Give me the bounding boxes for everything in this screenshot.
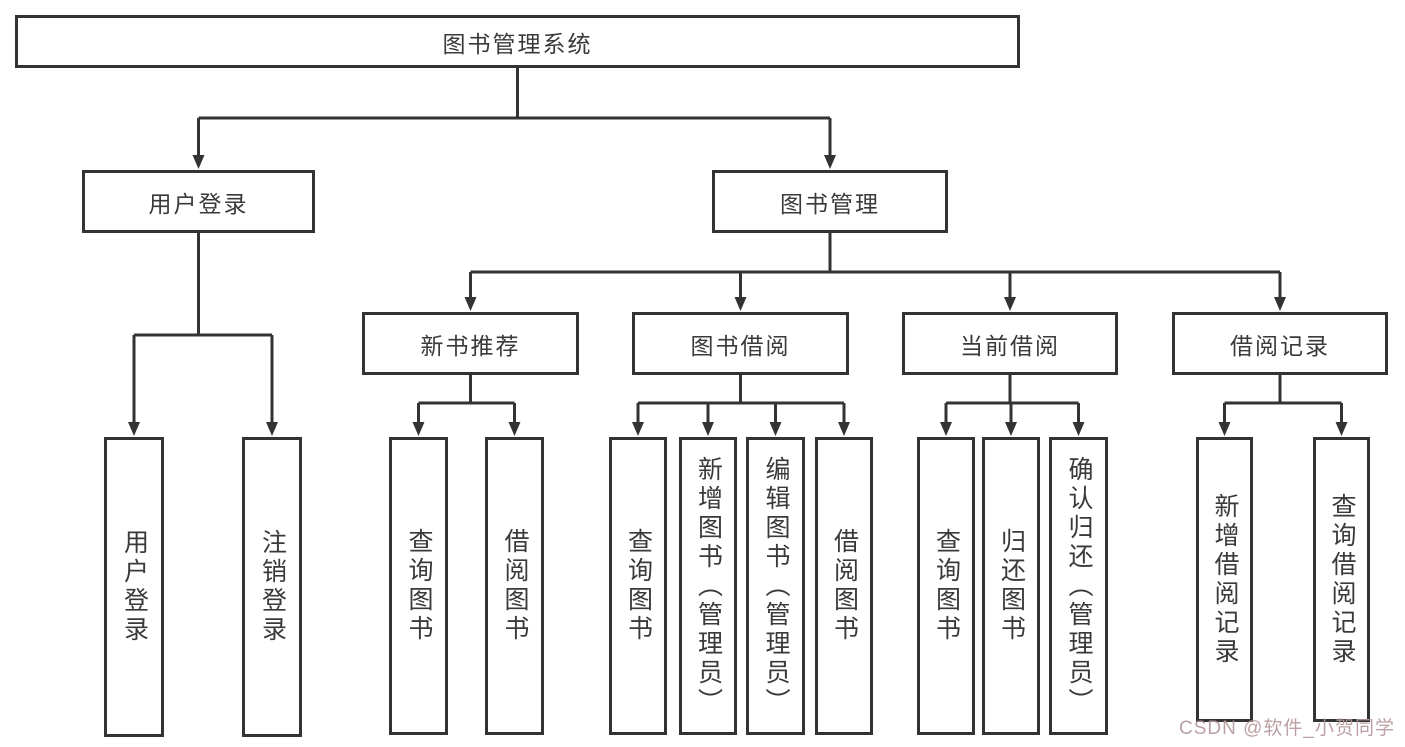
node-cb-query: 查询图书 bbox=[917, 437, 975, 735]
node-rec-borrow: 借阅图书 bbox=[485, 437, 544, 735]
node-root: 图书管理系统 bbox=[15, 15, 1020, 68]
node-new-book-rec: 新书推荐 bbox=[362, 312, 579, 375]
node-cb-return: 归还图书 bbox=[982, 437, 1040, 735]
node-borrow-history: 借阅记录 bbox=[1172, 312, 1388, 375]
node-cb-confirm: 确认归还（管理员） bbox=[1049, 437, 1108, 735]
node-login: 用户登录 bbox=[104, 437, 164, 737]
node-bh-add: 新增借阅记录 bbox=[1196, 437, 1253, 722]
node-user-login: 用户登录 bbox=[82, 170, 315, 233]
node-book-borrow: 图书借阅 bbox=[632, 312, 849, 375]
node-rec-query: 查询图书 bbox=[389, 437, 448, 735]
node-bb-add: 新增图书（管理员） bbox=[679, 437, 737, 735]
node-book-mgmt: 图书管理 bbox=[712, 170, 948, 233]
node-current-borrow: 当前借阅 bbox=[902, 312, 1118, 375]
node-bb-borrow: 借阅图书 bbox=[815, 437, 873, 735]
watermark: CSDN @软件_小贺同学 bbox=[1179, 718, 1395, 739]
node-bb-edit: 编辑图书（管理员） bbox=[746, 437, 805, 735]
node-bh-query: 查询借阅记录 bbox=[1313, 437, 1370, 722]
node-bb-query: 查询图书 bbox=[609, 437, 667, 735]
node-logout: 注销登录 bbox=[242, 437, 302, 737]
